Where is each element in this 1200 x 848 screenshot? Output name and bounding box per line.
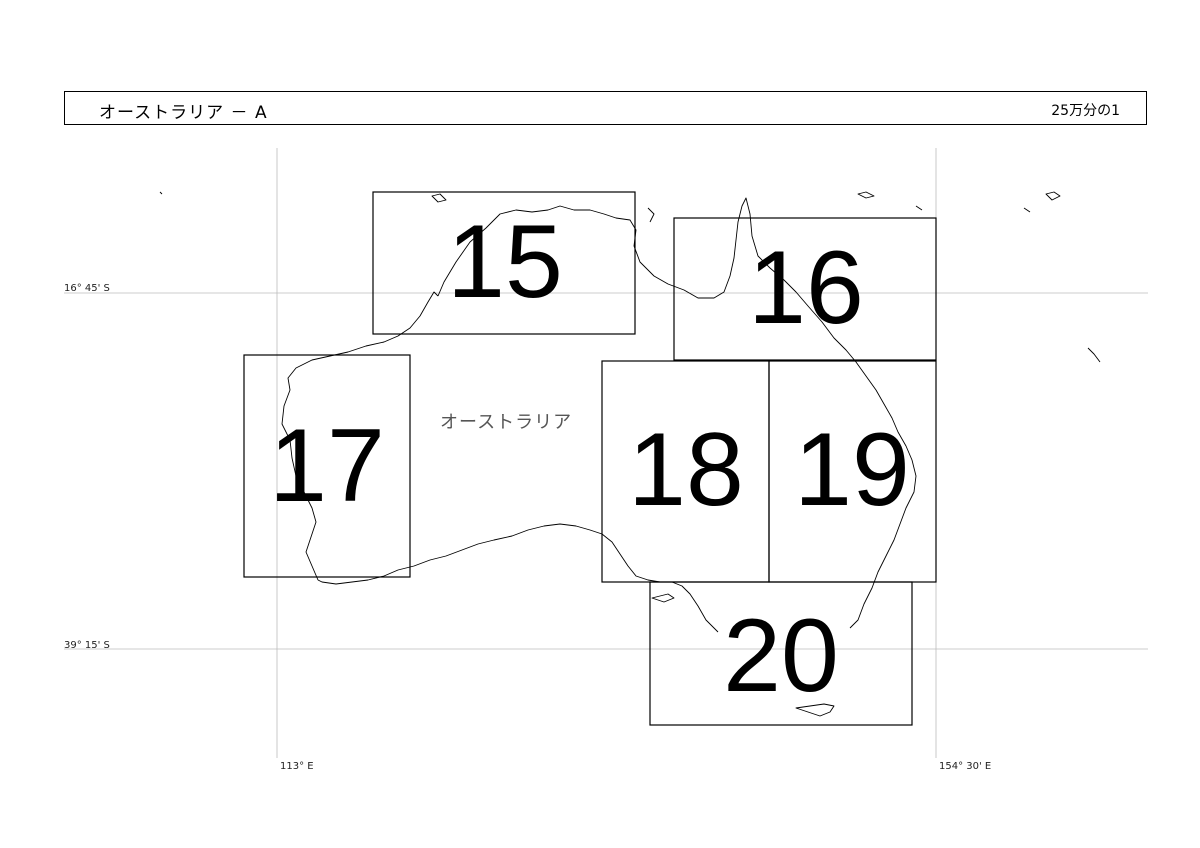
sheet-20-frame [649, 581, 913, 726]
sheet-15-frame [372, 191, 636, 335]
sheet-18[interactable]: 18 [601, 360, 770, 583]
sheet-19-number: 19 [794, 412, 910, 528]
country-label: オーストラリア [440, 412, 572, 433]
sheet-16-frame [673, 217, 937, 361]
sheet-17[interactable]: 17 [243, 354, 411, 578]
latitude-label-north: 16° 45' S [64, 283, 110, 294]
page-title: オーストラリア － A [99, 103, 268, 123]
sheet-15-number: 15 [447, 204, 563, 320]
scale-label: 25万分の1 [1051, 103, 1120, 119]
sheet-16-number: 16 [748, 230, 864, 346]
sheet-16[interactable]: 16 [673, 217, 937, 361]
title-bar: オーストラリア － A 25万分の1 [64, 91, 1147, 125]
sheet-17-number: 17 [269, 408, 385, 524]
coastline [159, 191, 1101, 717]
sheet-20[interactable]: 20 [649, 581, 913, 726]
longitude-label-east: 154° 30' E [939, 761, 991, 772]
sheet-20-number: 20 [723, 598, 839, 714]
longitude-label-west: 113° E [280, 761, 314, 772]
latitude-label-south: 39° 15' S [64, 640, 110, 651]
sheet-18-number: 18 [628, 412, 744, 528]
sheet-19[interactable]: 19 [768, 360, 937, 583]
sheet-17-frame [243, 354, 411, 578]
sheet-15[interactable]: 15 [372, 191, 636, 335]
